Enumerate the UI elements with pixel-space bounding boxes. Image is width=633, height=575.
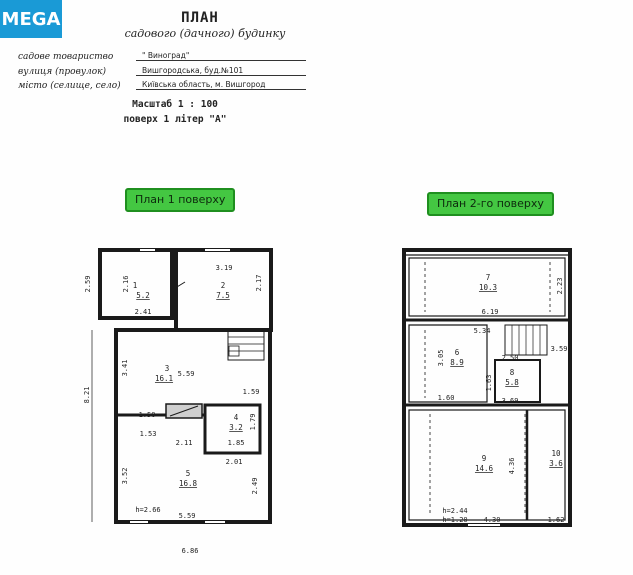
dimension-label: 1.59 [243, 388, 260, 396]
dimension-label: 6.19 [482, 308, 499, 316]
dimension-label: h=1.20 [442, 516, 467, 524]
room-number-7: 7 [486, 273, 491, 282]
room-number-2: 2 [221, 281, 226, 290]
field-value: Київська область, м. Вишгород [136, 80, 306, 90]
dimension-label: 3.69 [502, 397, 519, 405]
dimension-label: 3.19 [216, 264, 233, 272]
dimension-label: 2.49 [251, 478, 259, 495]
dimension-label: 3.52 [121, 468, 129, 485]
dimension-label: h=2.44 [442, 507, 467, 515]
second-floor-plan [402, 248, 572, 527]
second-floor-outer-walls [402, 248, 572, 527]
dimension-label: 2.59 [84, 276, 92, 293]
room-number-6: 6 [455, 348, 460, 357]
field-label: місто (селище, село) [18, 81, 121, 91]
dimension-label: 2.50 [502, 354, 519, 362]
dimension-label: 4.36 [508, 458, 516, 475]
dimension-label: 1.85 [228, 439, 245, 447]
stairs [227, 329, 265, 361]
field-value: Вишгородська, буд.№101 [136, 66, 306, 76]
stair-landing [228, 345, 240, 357]
room-area-8: 5.8 [505, 378, 519, 387]
dimension-label: 1.50 [139, 411, 156, 419]
field-label: вулиця (провулок) [18, 67, 107, 77]
dimension-label: 2.01 [226, 458, 243, 466]
room-6-walls [408, 324, 488, 403]
second-floor-plan-badge: План 2-го поверху [427, 192, 554, 216]
ground-floor-outer-walls [114, 328, 272, 524]
room-number-10: 10 [551, 449, 561, 458]
dimension-label: 2.23 [556, 278, 564, 295]
room-number-1: 1 [133, 281, 138, 290]
first-floor-plan-badge: План 1 поверху [125, 188, 236, 212]
room-9-walls [408, 409, 566, 521]
dimension-label: 5.59 [178, 370, 195, 378]
document-title: ПЛАН [181, 10, 219, 26]
dimension-label: 3.59 [551, 345, 568, 353]
room-area-1: 5.2 [136, 291, 150, 300]
dimension-label: 3.05 [437, 350, 445, 367]
scale-label: Масштаб 1 : 100 [132, 99, 218, 110]
field-value: " Виноград" [136, 51, 306, 61]
room-4-walls [203, 403, 262, 455]
dimension-label: 8.21 [83, 387, 91, 404]
room-area-2: 7.5 [216, 291, 230, 300]
dimension-label: 1.62 [548, 516, 565, 524]
dimension-label: 3.41 [121, 360, 129, 377]
dimension-label: 2.17 [255, 275, 263, 292]
room-8-walls [494, 359, 541, 403]
dimension-label: 2.41 [135, 308, 152, 316]
dimension-label: 1.79 [249, 414, 257, 431]
room-number-3: 3 [165, 364, 170, 373]
room-area-7: 10.3 [479, 283, 497, 292]
dimension-label: 5.34 [474, 327, 491, 335]
room-area-6: 8.9 [450, 358, 464, 367]
dimension-label: 6.86 [182, 547, 199, 555]
room-number-4: 4 [234, 413, 239, 422]
stove-mark [169, 405, 199, 417]
room-area-4: 3.2 [229, 423, 243, 432]
dimension-label: 1.60 [438, 394, 455, 402]
floor-label: поверх 1 літер "А" [123, 114, 227, 125]
dimension-label: 1.53 [140, 430, 157, 438]
room-number-9: 9 [482, 454, 487, 463]
dimension-label: h=2.66 [135, 506, 160, 514]
room-number-5: 5 [186, 469, 191, 478]
document-subtitle: садового (дачного) будинку [124, 27, 286, 40]
field-label: садове товариство [18, 52, 114, 62]
room-area-3: 16.1 [155, 374, 173, 383]
room-area-9: 14.6 [475, 464, 494, 473]
mega-logo: MEGA [0, 0, 62, 38]
dimension-label: 2.11 [176, 439, 193, 447]
door [171, 281, 186, 291]
dimension-label: 5.59 [179, 512, 196, 520]
first-floor-plan [91, 248, 273, 524]
room-number-8: 8 [510, 368, 515, 377]
dimension-label: 2.16 [122, 276, 130, 293]
dimension-label: 4.30 [484, 516, 501, 524]
dimension-label: 1.63 [485, 375, 493, 392]
room-area-5: 16.8 [179, 479, 198, 488]
room-7-walls [408, 257, 566, 317]
room-area-10: 3.6 [549, 459, 563, 468]
